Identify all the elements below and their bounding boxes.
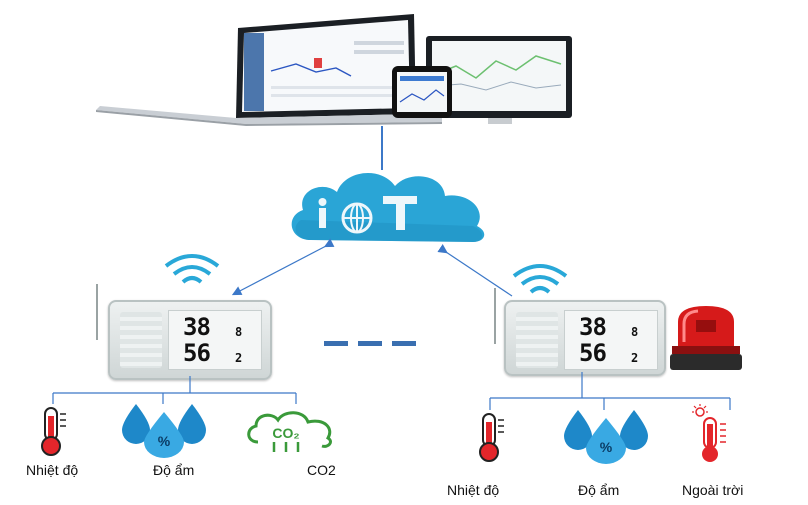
wifi-icon	[164, 254, 220, 284]
iot-logo	[318, 196, 417, 234]
reading-temperature: 38	[579, 313, 607, 341]
iot-cloud	[291, 173, 485, 242]
reading-temperature-decimal: 8	[631, 325, 639, 339]
reading-humidity: 56	[183, 339, 211, 367]
device-label-panel	[120, 312, 162, 368]
wifi-icon	[512, 264, 568, 294]
reading-humidity-decimal: 2	[631, 351, 639, 365]
svg-text:CO₂: CO₂	[272, 425, 299, 441]
sensor-label-outdoor: Ngoài trời	[682, 482, 744, 498]
monitoring-devices	[96, 14, 572, 126]
dashed-connector	[324, 341, 416, 346]
uplink-line	[381, 126, 383, 170]
lcd-screen: 38 8 56 2	[564, 310, 658, 370]
co2-icon: CO₂	[247, 411, 332, 452]
lcd-screen: 38 8 56 2	[168, 310, 262, 370]
monitor-icon	[426, 36, 572, 124]
laptop-icon	[96, 14, 442, 126]
antenna	[494, 288, 496, 344]
sensor-label-humidity: Độ ẩm	[578, 482, 620, 498]
reading-humidity-decimal: 2	[235, 351, 243, 365]
humidity-drops-icon: %	[564, 410, 648, 464]
device-label-panel	[516, 312, 558, 368]
sensor-label-temperature: Nhiệt độ	[447, 482, 500, 498]
reading-temperature-decimal: 8	[235, 325, 243, 339]
humidity-drops-icon: %	[122, 404, 206, 458]
thermometer-icon	[479, 413, 504, 462]
svg-text:%: %	[158, 433, 171, 449]
thermometer-icon	[41, 407, 66, 456]
sensor-device-right: 38 8 56 2	[504, 300, 666, 376]
outdoor-thermometer-icon	[692, 404, 726, 462]
alarm-beacon-icon	[670, 306, 742, 370]
svg-text:%: %	[600, 439, 613, 455]
reading-humidity: 56	[579, 339, 607, 367]
antenna	[96, 284, 98, 340]
reading-temperature: 38	[183, 313, 211, 341]
phone-icon	[392, 66, 452, 118]
sensor-device-left: 38 8 56 2	[108, 300, 272, 380]
sensor-label-humidity: Độ ẩm	[153, 462, 195, 478]
sensor-label-temperature: Nhiệt độ	[26, 462, 79, 478]
sensor-label-co2: CO2	[307, 462, 336, 478]
